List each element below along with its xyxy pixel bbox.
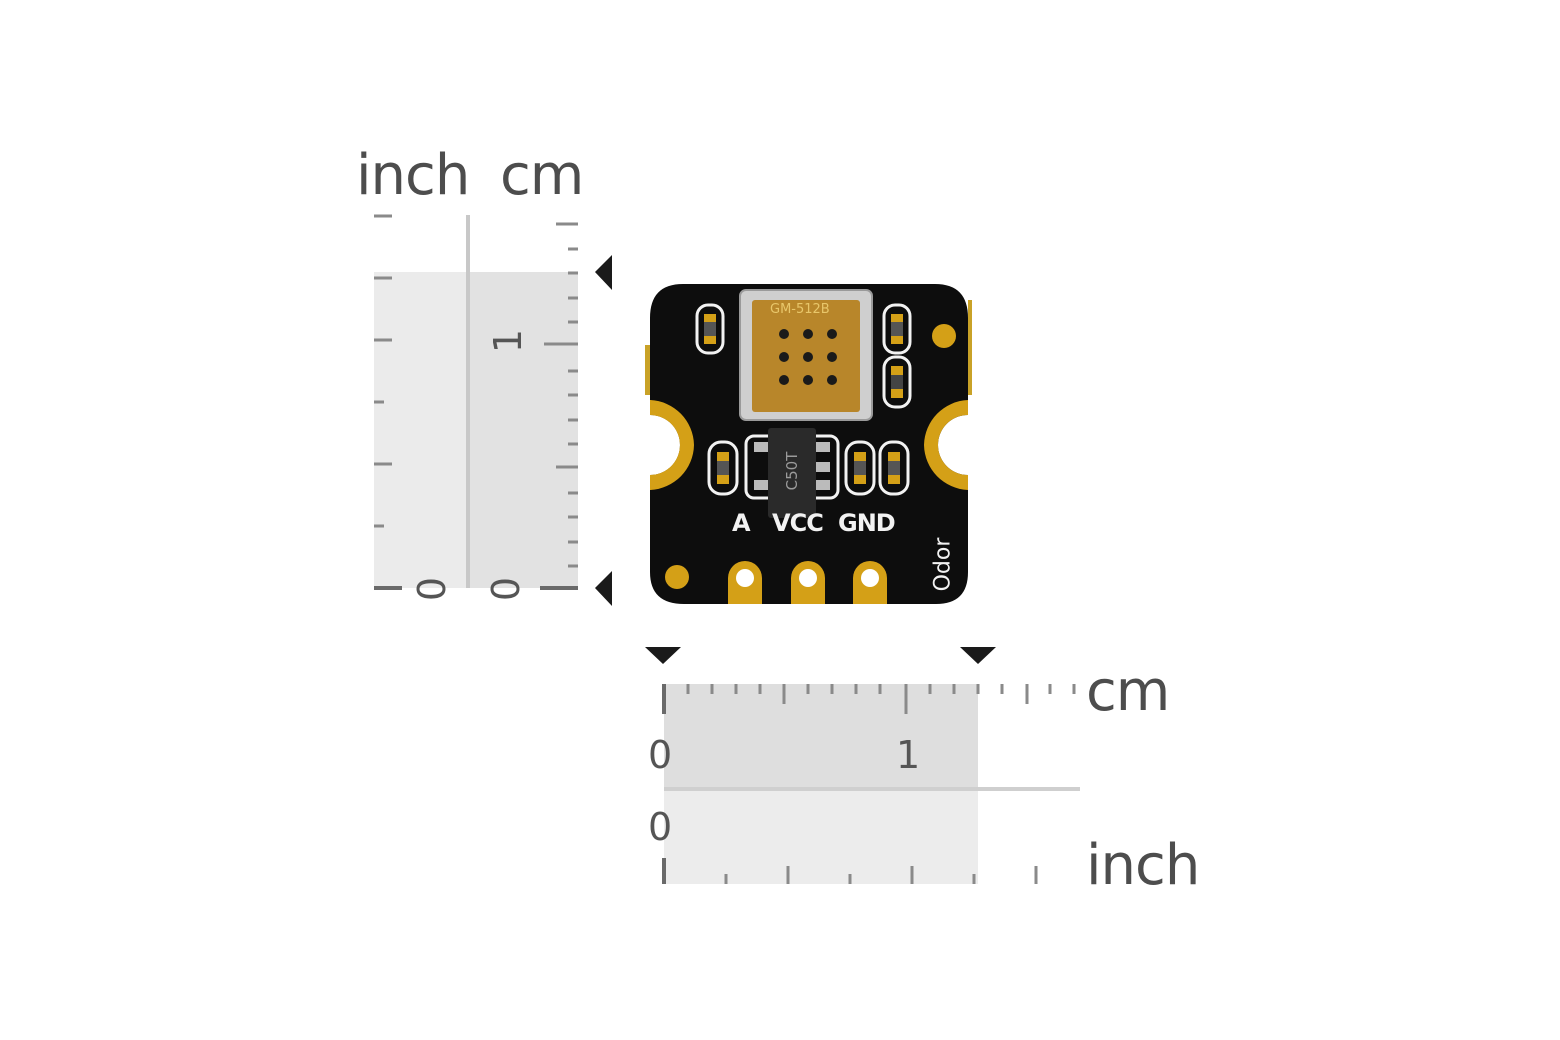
horizontal-inch-ticks [724,866,1038,884]
pin-label-vcc: VCC [772,509,824,537]
vertical-ruler-shade-cm [468,272,578,588]
horizontal-cm-unit-label: cm [1086,659,1170,724]
horizontal-cm-one-label: 1 [896,733,921,777]
sensor-label: GM-512B [770,302,830,317]
pin-pads [728,561,887,604]
horizontal-inch-unit-label: inch [1086,833,1200,898]
horizontal-ruler-shade-cm [664,684,978,790]
horizontal-cm-zero-label: 0 [648,733,673,777]
horizontal-right-marker-icon [960,647,996,664]
horizontal-cm-ticks [686,684,1076,714]
vertical-top-marker-icon [595,255,612,290]
vertical-cm-ticks [544,222,578,568]
horizontal-ruler-divider [664,787,1080,791]
top-right-dot [932,324,956,348]
horizontal-left-marker-icon [645,647,681,664]
vertical-ruler-divider [466,215,470,588]
left-gold-ring [650,400,694,490]
chip-label: C50T [783,451,801,491]
vertical-cm-unit-label: cm [500,143,584,208]
sot-chip [744,428,840,518]
bottom-left-dot [665,565,689,589]
right-edge-highlight [968,300,972,395]
side-label-odor: Odor [930,537,956,592]
vertical-inch-unit-label: inch [356,143,470,208]
sensor-holes [779,329,837,385]
horizontal-inch-zero-label: 0 [648,805,673,849]
vertical-bottom-marker-icon [595,571,612,606]
smd-components [695,303,912,496]
left-edge-highlight [645,345,650,395]
right-gold-ring [924,400,968,490]
pin-label-gnd: GND [838,509,896,537]
horizontal-ruler-shade-inch [664,790,978,884]
pin-label-a: A [732,509,751,537]
vertical-inch-ticks [374,214,392,528]
